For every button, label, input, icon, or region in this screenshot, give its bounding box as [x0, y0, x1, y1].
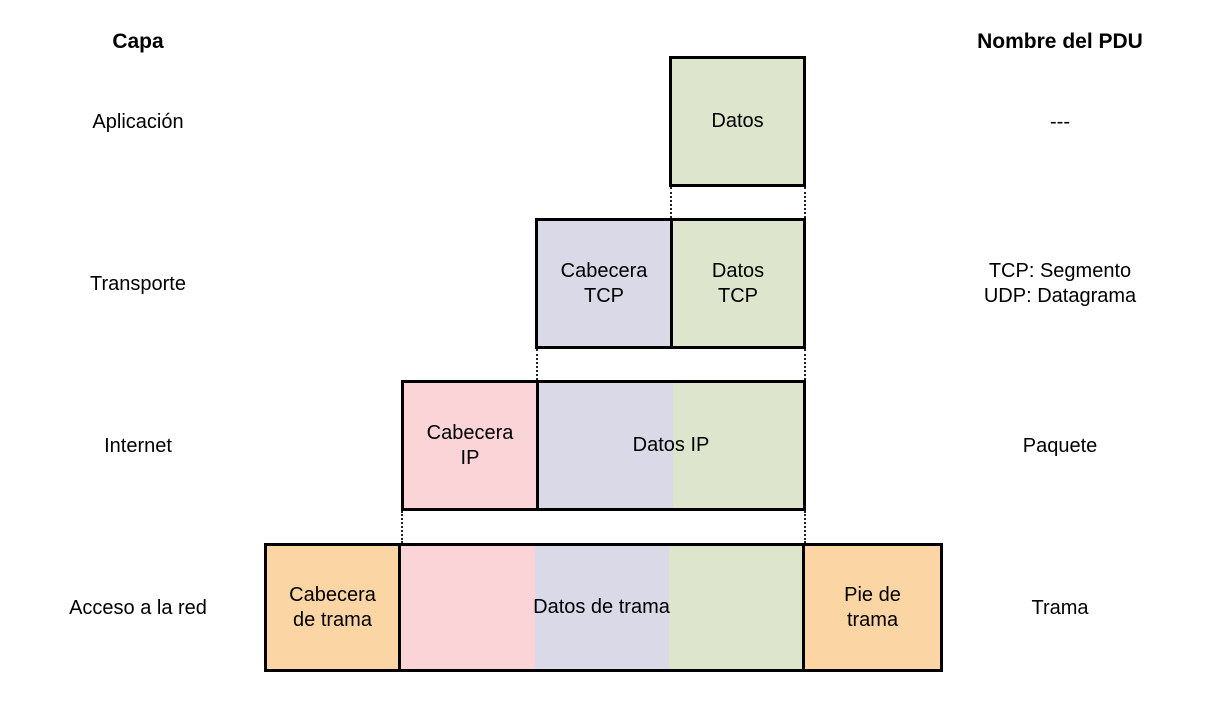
pdu-label-transporte: TCP: Segmento UDP: Datagrama — [930, 259, 1190, 309]
block-datos-ip[interactable]: Datos IP — [539, 383, 803, 508]
band-ip-lavender — [539, 383, 673, 508]
pdu-label-internet: Paquete — [1022, 435, 1098, 457]
layer-label-internet: Internet — [104, 435, 172, 457]
pdu-label-acceso-a-la-red: Trama — [1031, 597, 1089, 619]
connector-transport-right — [804, 349, 806, 380]
pdu-label-aplicacion: --- — [1050, 111, 1070, 133]
row-acceso-a-la-red: Cabecera de trama Datos de trama Pie de … — [264, 543, 943, 672]
layer-label-acceso-a-la-red: Acceso a la red — [69, 597, 207, 619]
block-cabecera-de-trama-line1: Cabecera — [289, 583, 376, 606]
block-datos-tcp[interactable]: Datos TCP — [673, 221, 803, 346]
block-cabecera-tcp-line2: TCP — [584, 284, 624, 307]
pdu-label-transporte-line1: TCP: Segmento — [988, 260, 1132, 282]
row-transporte: Cabecera TCP Datos TCP — [535, 218, 806, 349]
block-cabecera-de-trama[interactable]: Cabecera de trama — [267, 546, 401, 669]
column-header-nombre-pdu: Nombre del PDU — [977, 30, 1143, 53]
band-frame-lavender — [535, 546, 669, 669]
column-header-capa: Capa — [112, 30, 164, 53]
block-datos-label: Datos — [711, 110, 764, 132]
connector-app-right — [804, 187, 806, 218]
connector-transport-left — [536, 349, 538, 380]
connector-internet-right — [804, 511, 806, 543]
block-pie-de-trama-line2: trama — [846, 608, 899, 631]
row-internet: Cabecera IP Datos IP — [401, 380, 806, 511]
row-aplicacion: Datos — [669, 56, 806, 187]
pdu-label-transporte-line2: UDP: Datagrama — [983, 285, 1137, 307]
block-cabecera-ip-line1: Cabecera — [426, 421, 514, 444]
block-cabecera-ip-line2: IP — [460, 446, 480, 469]
band-ip-green — [673, 383, 803, 508]
block-cabecera-de-trama-line2: de trama — [293, 608, 372, 631]
band-frame-pink — [401, 546, 535, 669]
block-pie-de-trama[interactable]: Pie de trama — [805, 546, 940, 669]
layer-label-transporte: Transporte — [90, 273, 186, 295]
band-frame-green — [669, 546, 802, 669]
layer-label-aplicacion: Aplicación — [92, 111, 184, 133]
block-cabecera-ip[interactable]: Cabecera IP — [404, 383, 539, 508]
connector-internet-left — [401, 511, 403, 543]
block-datos-tcp-line2: TCP — [718, 284, 758, 307]
block-cabecera-tcp-line1: Cabecera — [560, 259, 648, 282]
block-cabecera-tcp[interactable]: Cabecera TCP — [538, 221, 673, 346]
block-datos-de-trama[interactable]: Datos de trama — [401, 546, 805, 669]
block-datos-tcp-line1: Datos — [711, 259, 765, 282]
block-datos[interactable]: Datos — [672, 59, 803, 184]
connector-app-left — [670, 187, 672, 218]
block-pie-de-trama-line1: Pie de — [844, 583, 901, 606]
